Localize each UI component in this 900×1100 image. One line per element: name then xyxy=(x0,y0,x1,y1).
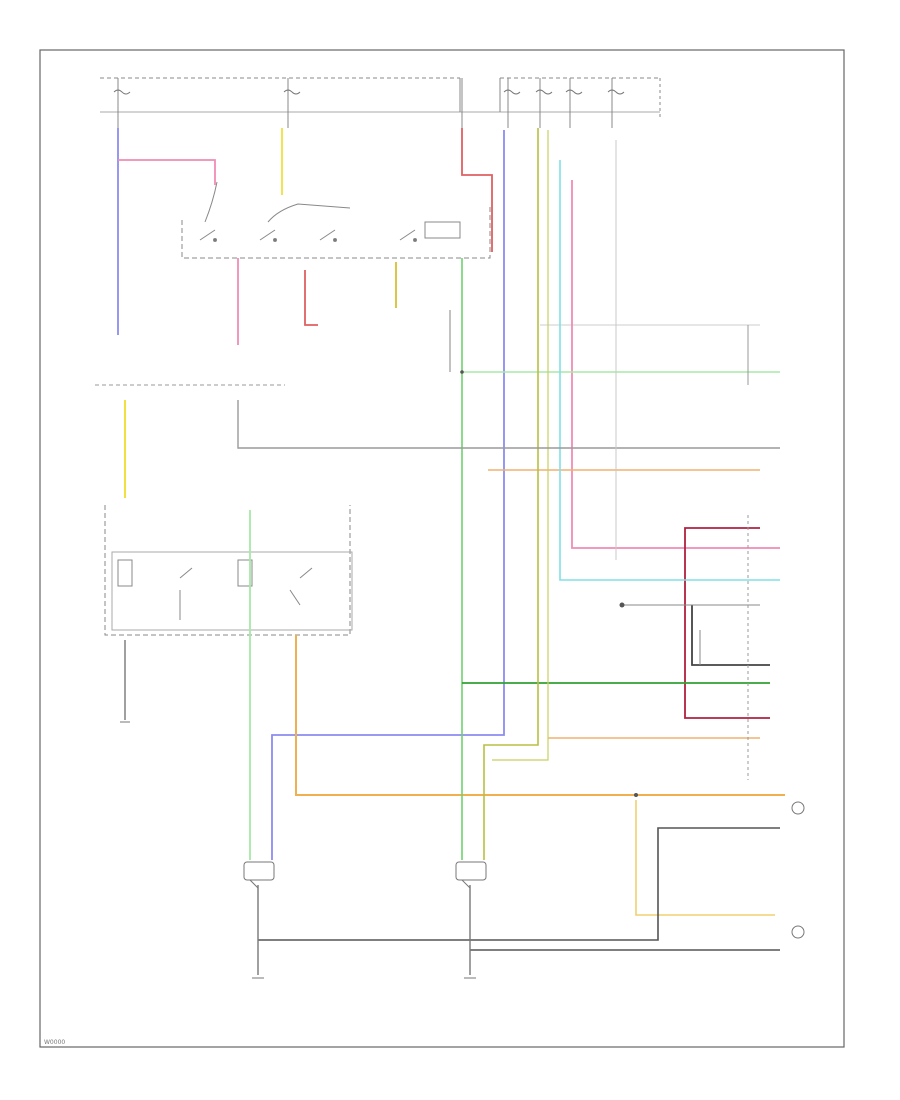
junction-dot-3 xyxy=(460,370,464,374)
connector-circle-upper xyxy=(791,801,805,815)
fuse-panel xyxy=(100,77,661,128)
wire-gray-1 xyxy=(237,400,780,449)
wire-orange-1 xyxy=(295,635,785,796)
connector-circle-lower xyxy=(791,925,805,939)
wire-maroon xyxy=(684,527,770,719)
wire-red-4 xyxy=(304,270,318,326)
diagram-frame xyxy=(39,49,845,1048)
relay-box xyxy=(104,505,353,636)
wire-red-1 xyxy=(118,159,216,185)
wire-cyan xyxy=(559,160,780,581)
wire-yellow-4 xyxy=(635,800,775,916)
fuse-symbols xyxy=(113,89,625,95)
ground-symbols xyxy=(120,721,476,979)
right-headlamp-symbol xyxy=(455,861,487,889)
junction-dot-2 xyxy=(634,793,638,797)
wire-black-2 xyxy=(258,827,780,941)
wire-pink-5 xyxy=(571,180,780,549)
wire-olive-1 xyxy=(483,128,539,860)
headlamp-switch-block xyxy=(181,181,491,259)
wire-blue-2 xyxy=(271,130,505,860)
footer-code: W0000 xyxy=(44,1039,65,1046)
wire-black-1 xyxy=(691,605,770,666)
wire-olive-2 xyxy=(492,130,549,761)
wire-red-2 xyxy=(461,128,493,252)
junction-dot-1 xyxy=(619,602,625,608)
left-headlamp-symbol xyxy=(243,861,275,889)
